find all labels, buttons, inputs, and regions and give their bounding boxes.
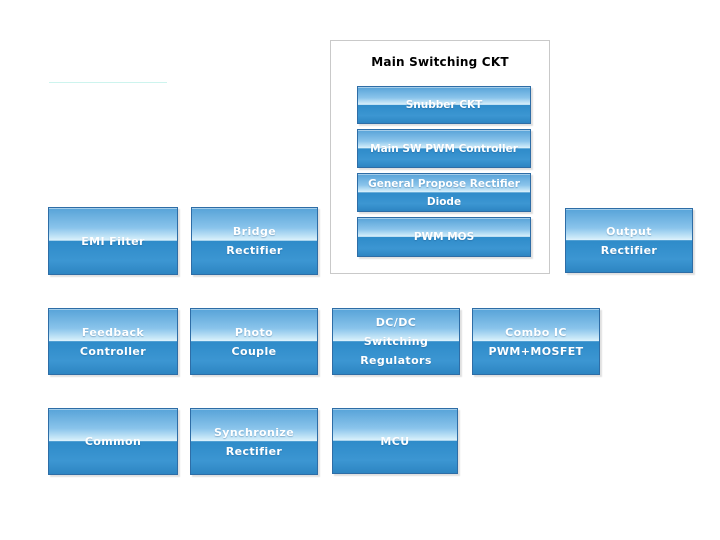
block-dcdc-switching-regulators[interactable]: DC/DC Switching Regulators xyxy=(332,308,460,375)
block-label: Snubber CKT xyxy=(405,99,483,111)
block-label: Output Rectifier xyxy=(600,224,658,257)
block-label: EMI Filter xyxy=(81,234,145,248)
block-label: MCU xyxy=(380,434,410,448)
block-emi-filter[interactable]: EMI Filter xyxy=(48,207,178,275)
block-photo-couple[interactable]: Photo Couple xyxy=(190,308,318,375)
block-label: DC/DC Switching Regulators xyxy=(360,316,432,367)
block-bridge-rectifier[interactable]: Bridge Rectifier xyxy=(191,207,318,275)
block-main-sw-pwm-controller[interactable]: Main SW PWM Controller xyxy=(357,129,531,168)
block-combo-ic-pwm-mosfet[interactable]: Combo IC PWM+MOSFET xyxy=(472,308,600,375)
faint-line xyxy=(49,82,167,83)
block-general-propose-rectifier-diode[interactable]: General Propose Rectifier Diode xyxy=(357,173,531,212)
block-label: PWM MOS xyxy=(413,231,475,243)
block-pwm-mos[interactable]: PWM MOS xyxy=(357,217,531,257)
block-label: Photo Couple xyxy=(231,325,277,358)
block-snubber-ckt[interactable]: Snubber CKT xyxy=(357,86,531,124)
block-label: Common xyxy=(84,435,142,448)
block-label: Combo IC PWM+MOSFET xyxy=(488,325,584,358)
block-label: Bridge Rectifier xyxy=(226,225,283,257)
block-mcu[interactable]: MCU xyxy=(332,408,458,474)
block-common[interactable]: Common xyxy=(48,408,178,475)
block-feedback-controller[interactable]: Feedback Controller xyxy=(48,308,178,375)
main-switching-ckt-group: Main Switching CKT Snubber CKT Main SW P… xyxy=(330,40,550,274)
group-title: Main Switching CKT xyxy=(371,55,509,69)
block-label: General Propose Rectifier Diode xyxy=(368,177,520,208)
block-label: Synchronize Rectifier xyxy=(213,425,295,458)
block-synchronize-rectifier[interactable]: Synchronize Rectifier xyxy=(190,408,318,475)
block-label: Feedback Controller xyxy=(79,325,147,358)
block-output-rectifier[interactable]: Output Rectifier xyxy=(565,208,693,273)
block-label: Main SW PWM Controller xyxy=(370,142,518,155)
